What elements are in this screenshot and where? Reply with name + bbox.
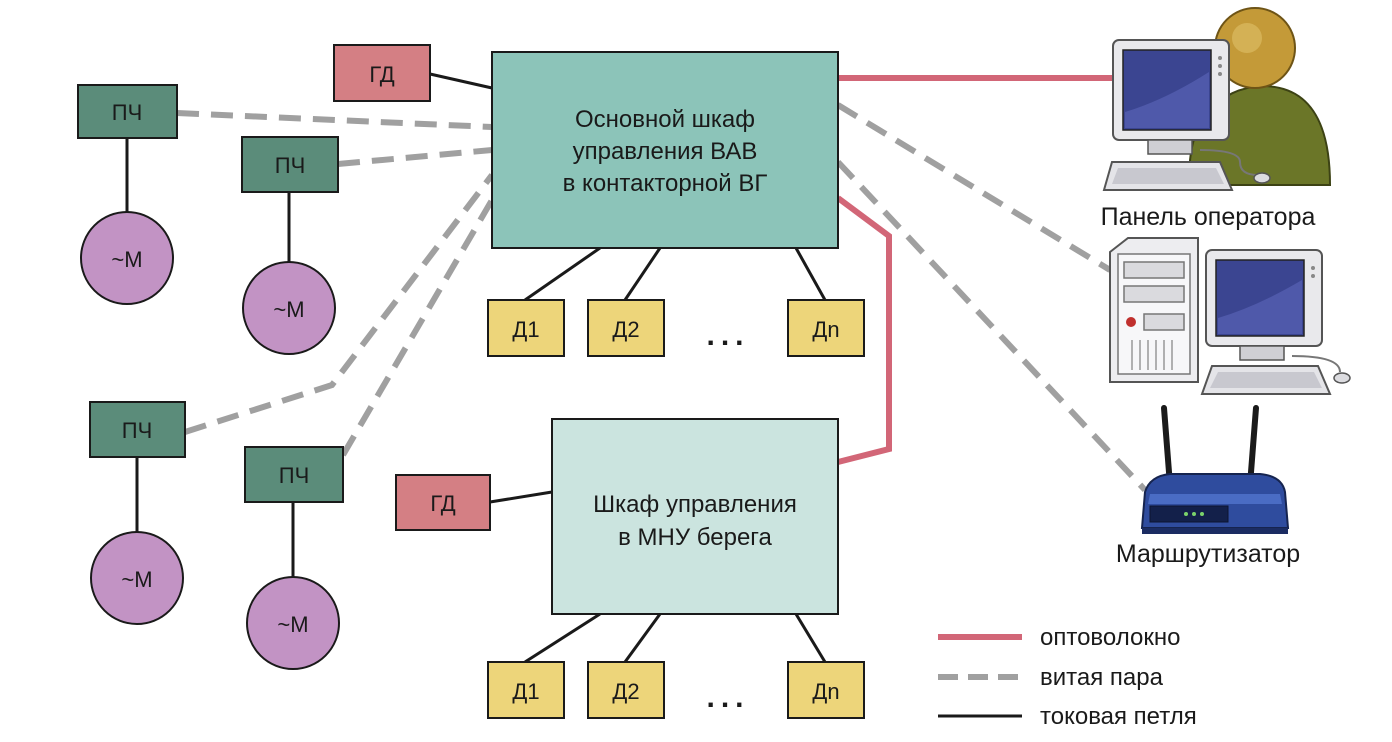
sensor-d1-bottom: Д1 (487, 661, 565, 719)
operator-panel-label: Панель оператора (1101, 203, 1316, 231)
motor-2: ~M (242, 261, 336, 355)
motor-label-2: ~M (273, 297, 304, 322)
twisted-link-pch3 (184, 173, 495, 435)
router-icon (1140, 405, 1290, 534)
pch-box-1: ПЧ (77, 84, 178, 139)
legend-label-loop: токовая петля (1040, 703, 1197, 730)
sensor-dn-bottom: Дn (787, 661, 865, 719)
server-keyboard-icon (1200, 355, 1351, 395)
operator-keyboard-icon (1102, 149, 1271, 191)
gd-box-shore: ГД (395, 474, 491, 531)
main-cabinet-line-2: управления ВАВ (573, 138, 758, 165)
sensor-d2-top: Д2 (587, 299, 665, 357)
shore-cabinet-line-1: Шкаф управления (593, 491, 797, 518)
twisted-link-pch2 (337, 147, 493, 167)
svg-text:Д2: Д2 (612, 317, 639, 342)
ellipsis-bottom: ... (706, 681, 749, 714)
twisted-link-pch4 (340, 198, 495, 457)
svg-text:Дn: Дn (812, 679, 839, 704)
fiber-links (836, 75, 1125, 465)
gd-label-shore: ГД (430, 491, 455, 516)
ellipsis-top: ... (706, 319, 749, 352)
legend-label-fiber: оптоволокно (1040, 624, 1180, 651)
motor-label-3: ~M (121, 567, 152, 592)
server-tower-icon (1109, 237, 1199, 383)
svg-text:Д1: Д1 (512, 679, 539, 704)
legend-item-twisted: витая пара (938, 664, 1164, 691)
pch-label-3: ПЧ (122, 418, 152, 443)
pch-label-4: ПЧ (279, 463, 309, 488)
pch-box-4: ПЧ (244, 446, 344, 503)
motor-1: ~M (80, 211, 174, 305)
svg-text:Д2: Д2 (612, 679, 639, 704)
main-cabinet-line-3: в контакторной ВГ (563, 170, 768, 197)
motor-label-1: ~M (111, 247, 142, 272)
motor-4: ~M (246, 576, 340, 670)
twisted-link-pch1 (176, 110, 493, 130)
main-cabinet-line-1: Основной шкаф (575, 106, 755, 133)
svg-text:Д1: Д1 (512, 317, 539, 342)
shore-cabinet-line-2: в МНУ берега (618, 524, 772, 551)
current-loop-links (125, 72, 827, 664)
operator-monitor-icon (1112, 39, 1230, 155)
shore-cabinet: Шкаф управления в МНУ берега (551, 418, 839, 615)
pch-label-1: ПЧ (112, 100, 142, 125)
gd-box-main: ГД (333, 44, 431, 102)
sensor-dn-top: Дn (787, 299, 865, 357)
twisted-pair-links (176, 102, 1148, 493)
legend-item-loop: токовая петля (938, 703, 1197, 730)
pch-box-2: ПЧ (241, 136, 339, 193)
twisted-link-server (836, 102, 1112, 273)
server-workstation-icon (1109, 237, 1351, 395)
svg-text:Дn: Дn (812, 317, 839, 342)
motor-label-4: ~M (277, 612, 308, 637)
router-label: Маршрутизатор (1116, 540, 1300, 568)
legend-item-fiber: оптоволокно (938, 624, 1180, 651)
motor-3: ~M (90, 531, 184, 625)
gd-label-main: ГД (369, 62, 394, 87)
operator-panel-icon (1102, 7, 1332, 191)
sensor-d1-top: Д1 (487, 299, 565, 357)
pch-label-2: ПЧ (275, 153, 305, 178)
main-cabinet: Основной шкаф управления ВАВ в контактор… (491, 51, 839, 249)
server-monitor-icon (1205, 249, 1323, 361)
fiber-link-shore (836, 195, 892, 465)
sensor-d2-bottom: Д2 (587, 661, 665, 719)
legend: оптоволокно витая пара токовая петля (938, 624, 1197, 730)
twisted-link-router (835, 159, 1148, 493)
pch-box-3: ПЧ (89, 401, 186, 458)
legend-label-twisted: витая пара (1040, 664, 1164, 691)
